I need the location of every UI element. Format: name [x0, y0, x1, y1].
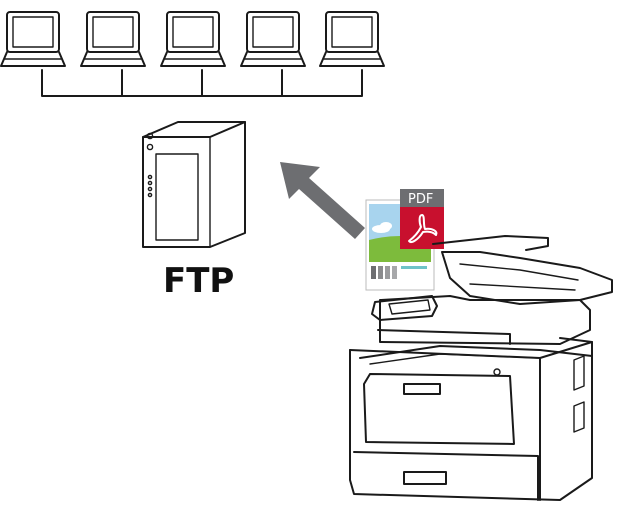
pdf-badge-label: PDF — [408, 192, 433, 207]
laptop-icon — [160, 11, 226, 67]
network-line — [41, 69, 363, 97]
laptop-icon — [319, 11, 385, 67]
server-icon — [142, 121, 246, 248]
upload-arrow-icon — [280, 162, 365, 239]
pdf-badge — [400, 189, 444, 207]
laptop-icon — [80, 11, 146, 67]
laptop-icon — [0, 11, 66, 67]
network-computers — [0, 11, 385, 97]
pdf-icon: PDF — [400, 189, 444, 249]
printer-icon — [349, 235, 613, 501]
server-label: FTP — [163, 261, 234, 301]
laptop-icon — [240, 11, 306, 67]
